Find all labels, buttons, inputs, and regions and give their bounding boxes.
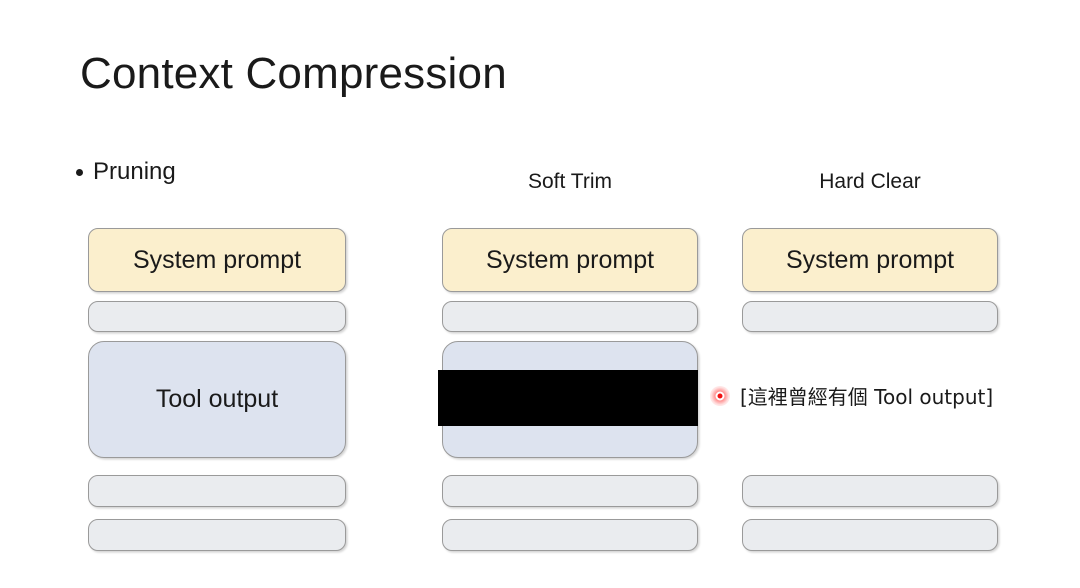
redaction-bar xyxy=(438,370,698,426)
col2-message-bar-1[interactable] xyxy=(442,301,698,332)
col3-message-bar-1[interactable] xyxy=(742,301,998,332)
col3-message-bar-3[interactable] xyxy=(742,519,998,551)
bullet-dot-icon xyxy=(76,168,83,176)
col2-system-prompt-label: System prompt xyxy=(485,245,655,274)
col1-tool-output-box[interactable]: Tool output xyxy=(88,341,346,458)
col1-system-prompt-label: System prompt xyxy=(132,245,302,274)
col2-system-prompt-box[interactable]: System prompt xyxy=(442,228,698,292)
annotation-text: [這裡曾經有個 Tool output] xyxy=(740,385,994,409)
column-header-soft-trim: Soft Trim xyxy=(527,170,612,193)
laser-pointer-dot-icon xyxy=(710,386,730,406)
col2-message-bar-2[interactable] xyxy=(442,475,698,507)
page-title: Context Compression xyxy=(80,49,507,98)
col1-system-prompt-box[interactable]: System prompt xyxy=(88,228,346,292)
column-header-hard-clear: Hard Clear xyxy=(819,170,921,193)
col3-message-bar-2[interactable] xyxy=(742,475,998,507)
col3-system-prompt-box[interactable]: System prompt xyxy=(742,228,998,292)
col1-message-bar-3[interactable] xyxy=(88,519,346,551)
col2-message-bar-3[interactable] xyxy=(442,519,698,551)
col3-system-prompt-label: System prompt xyxy=(785,245,955,274)
col1-message-bar-1[interactable] xyxy=(88,301,346,332)
bullet-item-label: Pruning xyxy=(93,158,176,185)
col1-message-bar-2[interactable] xyxy=(88,475,346,507)
bullet-item-pruning: Pruning xyxy=(76,158,176,186)
col1-tool-output-label: Tool output xyxy=(155,385,279,413)
laser-core xyxy=(715,391,725,401)
